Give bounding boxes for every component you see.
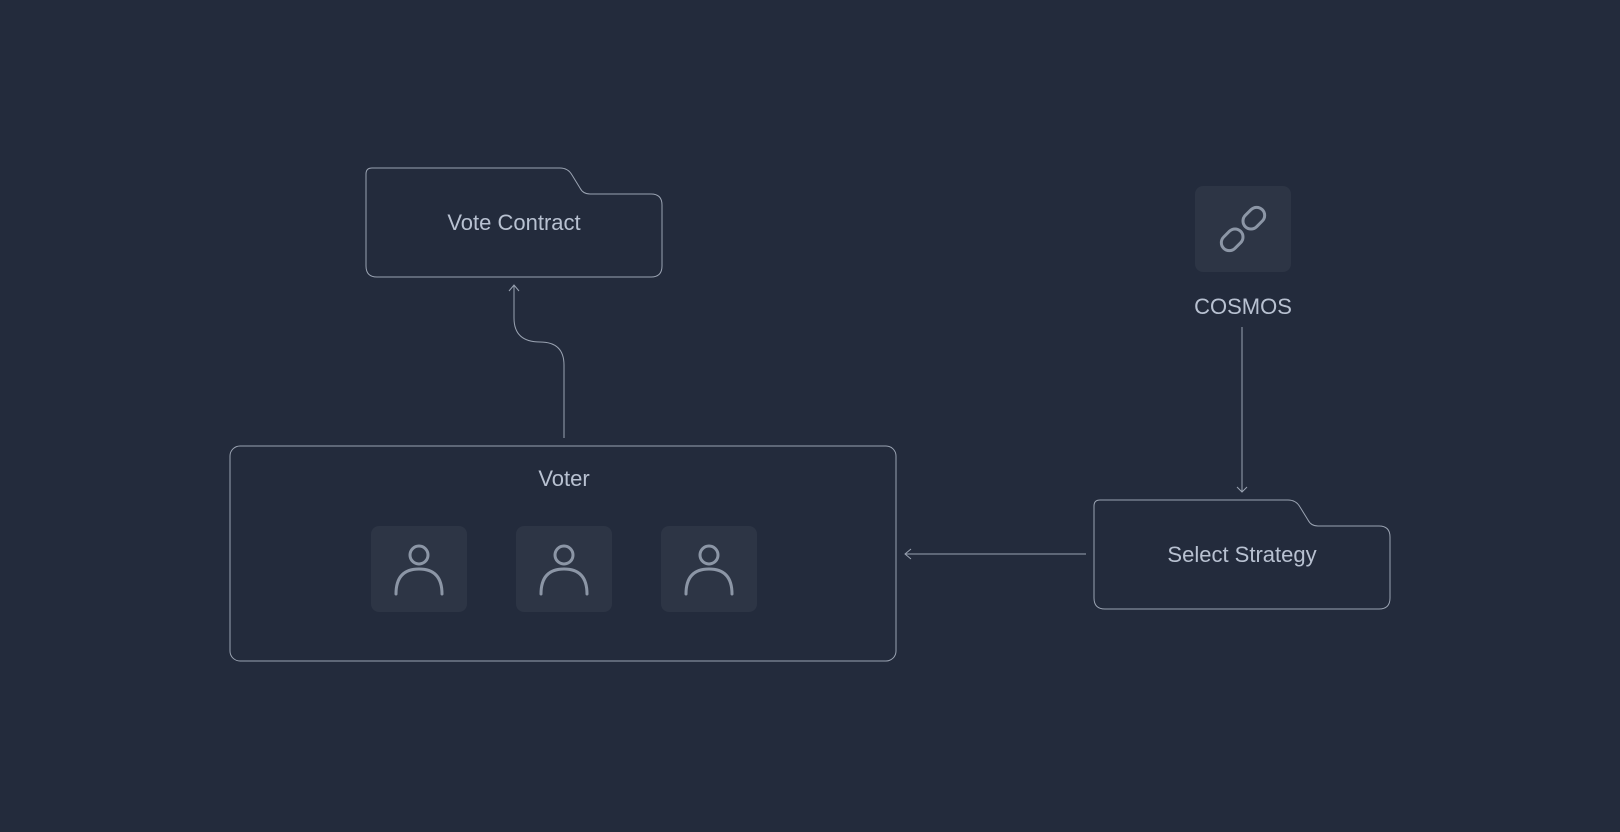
user-icon xyxy=(539,544,589,596)
select-strategy-folder-shape xyxy=(1093,499,1391,610)
cosmos-icon-tile xyxy=(1195,186,1291,272)
vote-contract-label: Vote Contract xyxy=(447,210,580,235)
user-icon xyxy=(684,544,734,596)
voter-label: Voter xyxy=(538,466,589,491)
vote-contract-folder-shape xyxy=(365,167,663,278)
edge-voter-to-vote-contract-line xyxy=(513,286,565,438)
select-strategy-label: Select Strategy xyxy=(1167,542,1316,567)
voter-container-shape xyxy=(229,445,897,662)
voter-node[interactable]: Voter xyxy=(229,445,897,662)
voter-member[interactable] xyxy=(371,526,467,612)
link-icon xyxy=(1219,205,1267,253)
voter-member[interactable] xyxy=(661,526,757,612)
cosmos-node[interactable]: COSMOS xyxy=(1194,186,1292,319)
edge-select-strategy-to-voter xyxy=(904,548,1086,560)
voter-member[interactable] xyxy=(516,526,612,612)
arrowhead-up-icon xyxy=(508,284,520,292)
arrowhead-down-icon xyxy=(1236,486,1248,493)
arrowhead-left-icon xyxy=(904,548,912,560)
cosmos-label: COSMOS xyxy=(1194,294,1292,319)
vote-contract-node[interactable]: Vote Contract xyxy=(365,167,663,278)
user-icon xyxy=(394,544,444,596)
select-strategy-node[interactable]: Select Strategy xyxy=(1093,499,1391,610)
edge-cosmos-to-select-strategy xyxy=(1236,327,1248,493)
edge-voter-to-vote-contract xyxy=(508,284,565,438)
